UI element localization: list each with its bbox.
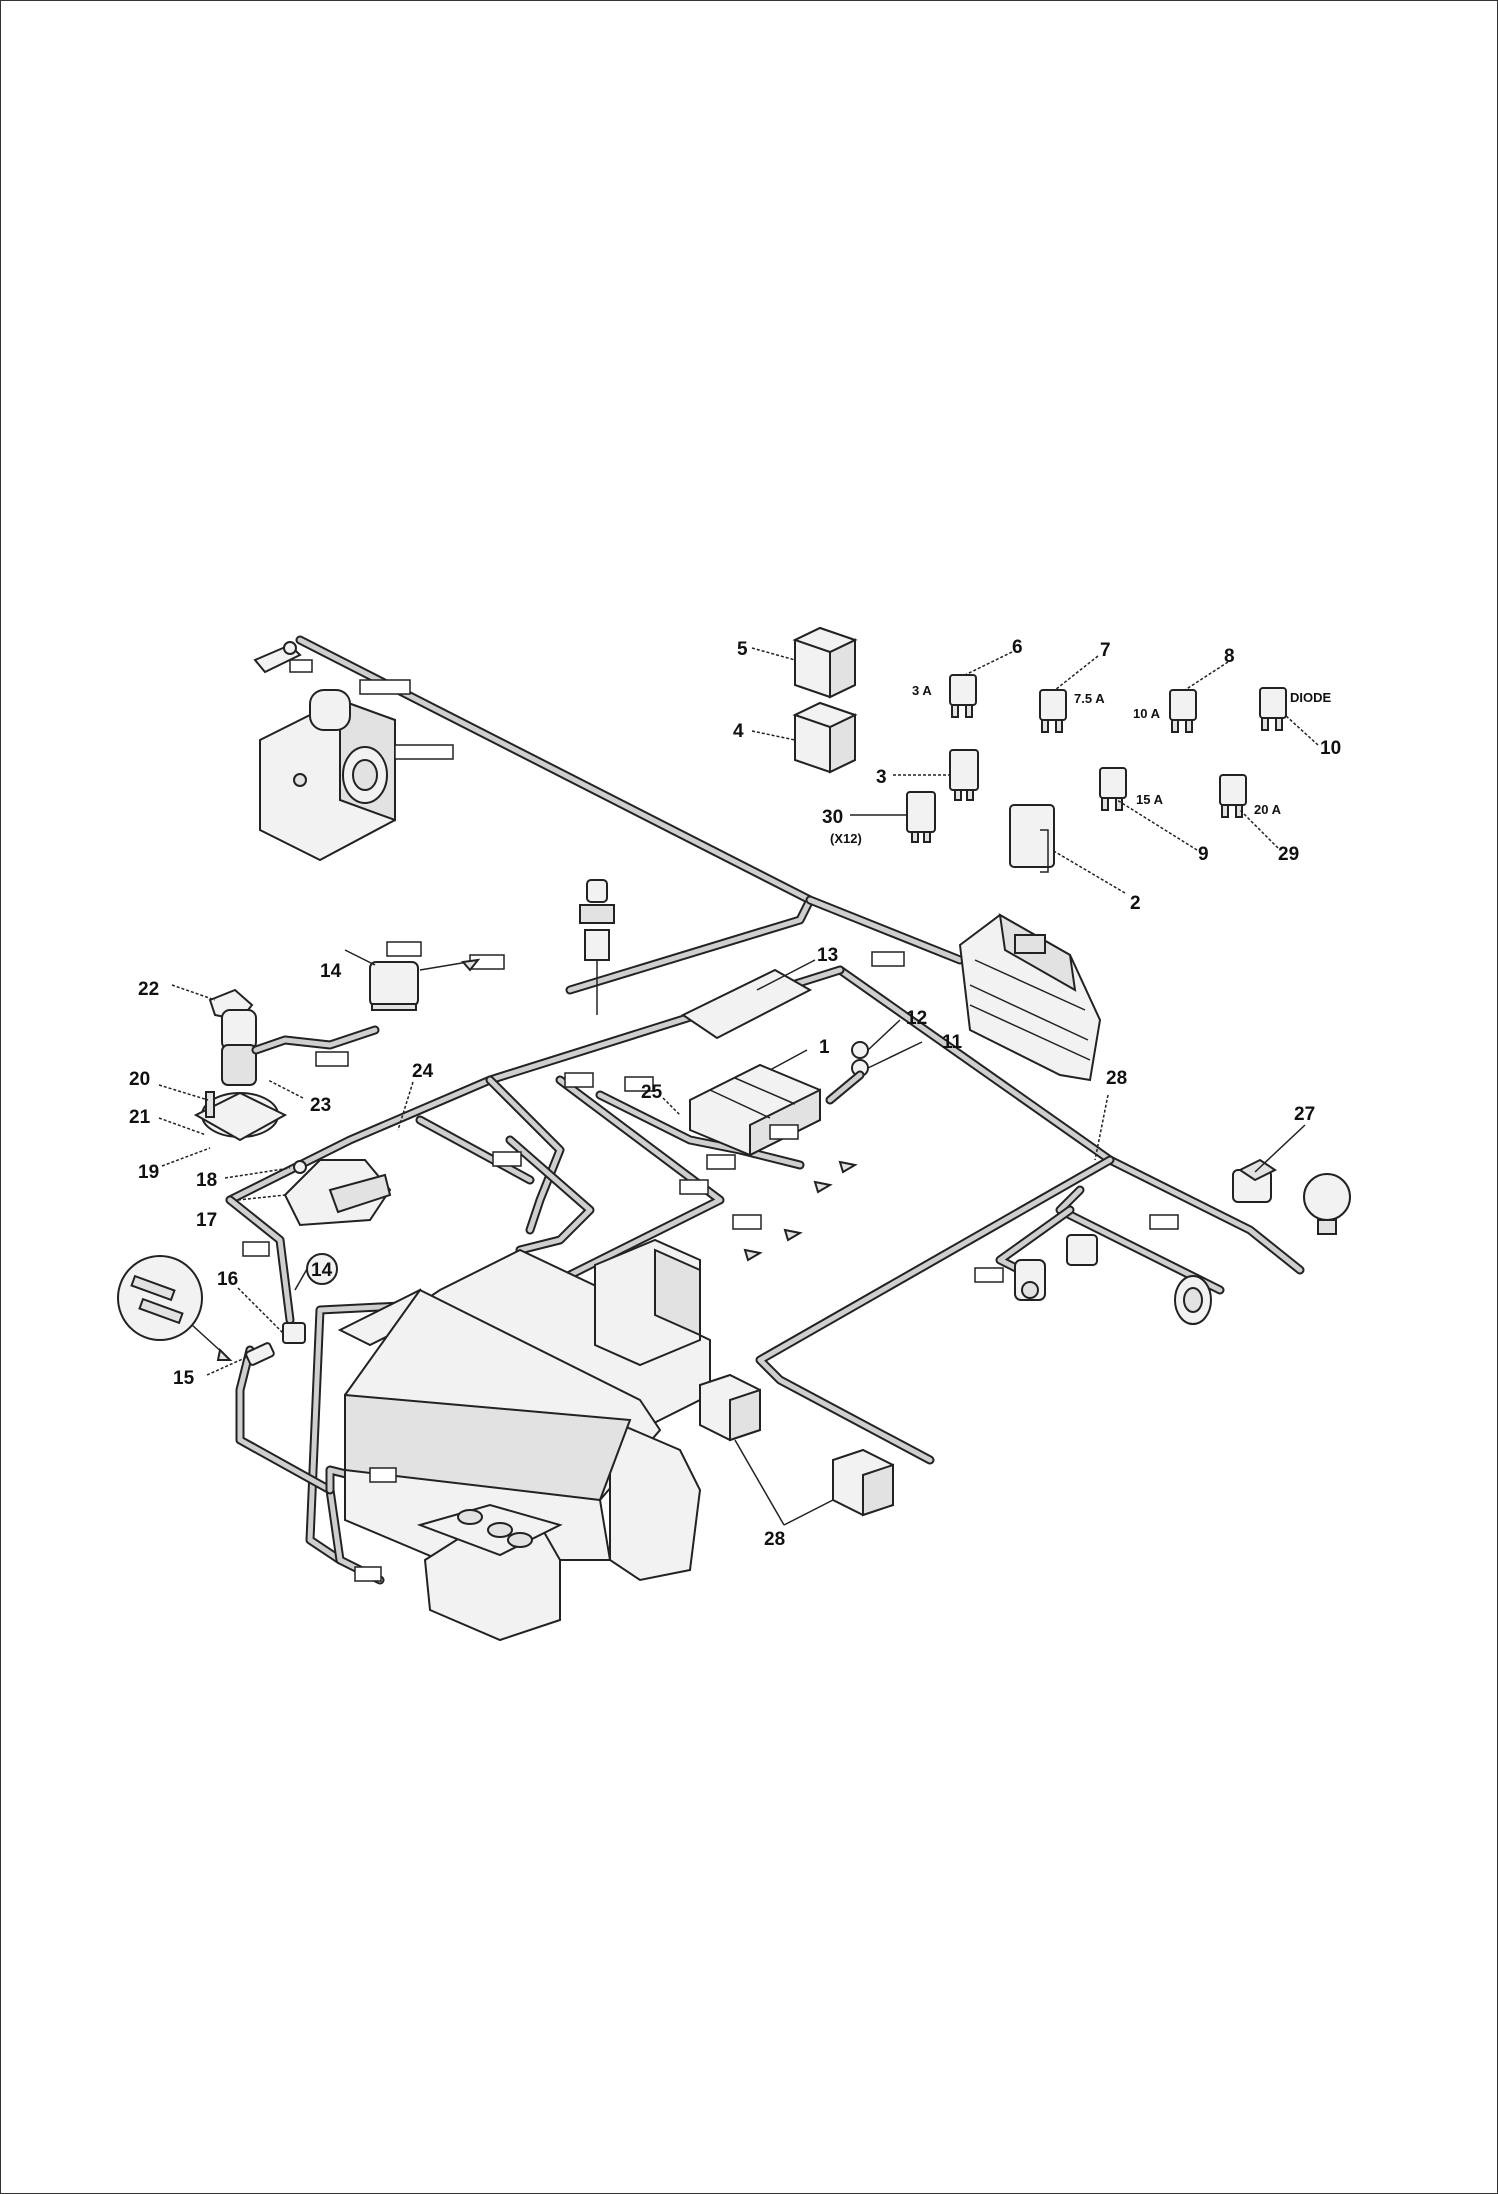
callout-22: 22 xyxy=(138,979,159,1000)
relay-4 xyxy=(792,701,858,774)
lamp-29a xyxy=(699,1373,761,1442)
callout-13: 13 xyxy=(817,945,838,966)
callout-29-fuse: 29 xyxy=(1278,844,1299,865)
connector-tag xyxy=(1149,1214,1179,1230)
controller-17 xyxy=(283,1159,392,1227)
connector-tag xyxy=(974,1267,1004,1283)
continuation-arrows xyxy=(461,958,858,1262)
callout-23: 23 xyxy=(310,1095,331,1116)
starter-motor xyxy=(253,641,396,862)
callout-10: 10 xyxy=(1320,738,1341,759)
sensor-15 xyxy=(245,1342,275,1366)
callout-17: 17 xyxy=(196,1210,217,1231)
connector-tag xyxy=(624,1076,654,1092)
callout-2: 2 xyxy=(1130,893,1141,914)
callout-30: 30 xyxy=(822,807,843,828)
horn xyxy=(1174,1275,1212,1325)
callout-16: 16 xyxy=(217,1269,238,1290)
key-switch-upper xyxy=(579,879,615,1015)
connector-tag xyxy=(242,1241,270,1257)
seat-console xyxy=(337,1238,711,1642)
rating-15a: 15 A xyxy=(1136,792,1164,807)
relay-30 xyxy=(906,791,936,843)
callout-4: 4 xyxy=(733,721,744,742)
callout-14-circle: 14 xyxy=(311,1260,333,1281)
connector-tag xyxy=(769,1124,799,1140)
connector-tag xyxy=(386,941,422,957)
connector-tag xyxy=(369,1467,397,1483)
connector-tag xyxy=(492,1151,522,1167)
fuse-box xyxy=(958,913,1102,1082)
connector-tag xyxy=(706,1154,736,1170)
rating-10a: 10 A xyxy=(1133,706,1161,721)
warning-lamp xyxy=(1303,1173,1351,1235)
connector-tag xyxy=(354,1566,382,1582)
callout-28-harness: 28 xyxy=(1106,1068,1127,1089)
callout-14-module: 14 xyxy=(320,961,342,982)
rating-20a: 20 A xyxy=(1254,802,1282,817)
connector-16 xyxy=(282,1322,306,1344)
fuse-20a xyxy=(1219,774,1247,818)
connector-tag xyxy=(315,1051,349,1067)
callout-15: 15 xyxy=(173,1368,195,1389)
label-plate-13 xyxy=(681,968,813,1040)
switch-assembly-left xyxy=(193,988,288,1142)
fuse-7-5a xyxy=(1039,689,1067,733)
relay-30-sub-label: (X12) xyxy=(830,831,862,846)
leader-lines xyxy=(158,647,1319,1526)
connector-tag xyxy=(564,1072,594,1088)
callout-1: 1 xyxy=(819,1037,830,1058)
connector-tag xyxy=(394,744,454,760)
switch-27 xyxy=(1232,1158,1277,1203)
relay-5 xyxy=(792,626,858,699)
callout-19: 19 xyxy=(138,1162,159,1183)
callout-3: 3 xyxy=(876,767,887,788)
callout-20: 20 xyxy=(129,1069,150,1090)
connector-11-12 xyxy=(825,1041,869,1105)
callout-8: 8 xyxy=(1224,646,1235,667)
connector-tag xyxy=(871,951,905,967)
callout-24: 24 xyxy=(412,1061,434,1082)
callout-7: 7 xyxy=(1100,640,1111,661)
callout-5: 5 xyxy=(737,639,748,660)
relay-3 xyxy=(949,749,979,801)
callout-28-lamps: 28 xyxy=(764,1529,785,1550)
fuse-10a xyxy=(1169,689,1197,733)
callout-labels: 5 4 3 30 (X12) 6 7 8 10 9 29 2 13 1 12 1… xyxy=(129,637,1341,1550)
connector-tag xyxy=(679,1179,709,1195)
sensor-detail-inset xyxy=(117,1255,233,1361)
callout-12: 12 xyxy=(906,1008,927,1029)
connector-tag xyxy=(359,679,411,695)
rating-3a: 3 A xyxy=(912,683,932,698)
fuse-ratings: 3 A 7.5 A 10 A DIODE 15 A 20 A xyxy=(912,683,1332,817)
callout-11: 11 xyxy=(942,1032,963,1053)
callout-25: 25 xyxy=(641,1082,663,1103)
lamp-29b xyxy=(832,1448,894,1517)
connector-block xyxy=(1066,1234,1098,1266)
fuse-puller-2 xyxy=(1009,804,1055,873)
callout-18: 18 xyxy=(196,1170,217,1191)
diode xyxy=(1259,687,1287,731)
rating-diode: DIODE xyxy=(1290,690,1332,705)
callout-9: 9 xyxy=(1198,844,1209,865)
connector-tag xyxy=(289,659,313,673)
callout-27: 27 xyxy=(1294,1104,1315,1125)
fuse-3a xyxy=(949,674,977,718)
buzzer xyxy=(1014,1259,1046,1301)
module-14 xyxy=(369,961,419,1011)
rating-7-5a: 7.5 A xyxy=(1074,691,1105,706)
connector-tag xyxy=(732,1214,762,1230)
fuse-15a xyxy=(1099,767,1127,811)
callout-21: 21 xyxy=(129,1107,151,1128)
callout-6: 6 xyxy=(1012,637,1023,658)
